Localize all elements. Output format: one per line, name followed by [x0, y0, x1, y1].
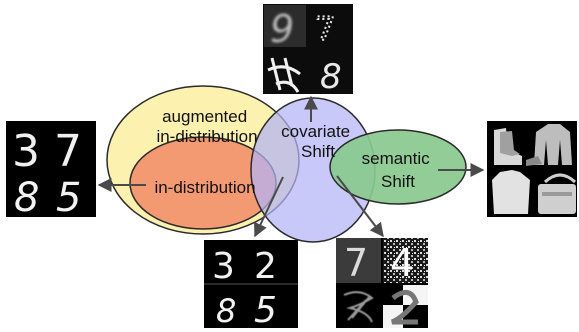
noisy-digit-4: 4: [390, 241, 414, 285]
grey-digit-7: 7: [344, 241, 368, 285]
covariate-label: covariate Shift: [281, 122, 355, 161]
corrupted-samples-thumbnail: 7 4: [336, 238, 428, 328]
tilted-digit-8: 8: [320, 57, 342, 97]
aug-digit-5: 5: [254, 290, 277, 331]
semantic-label: semantic Shift: [362, 149, 435, 191]
shirt-icon: [492, 170, 530, 214]
arrow-to-corrupted-samples: [336, 175, 384, 238]
in-distribution-samples-thumbnail: 3 7 8 5: [6, 121, 96, 221]
semantic-shift-region: [329, 129, 467, 205]
inverted-digit-2: [390, 289, 419, 325]
coat-icon: [534, 124, 572, 165]
aug-digit-3: 3: [212, 246, 235, 287]
digit-8: 8: [14, 175, 39, 221]
arrow-to-augmented-samples: [254, 176, 284, 238]
aug-digit-8: 8: [216, 292, 236, 330]
blurred-digit-9: 9: [270, 7, 294, 51]
scribbled-digit-4: [267, 57, 301, 93]
digit-3: 3: [12, 126, 40, 177]
boot-icon: [494, 128, 522, 165]
scratched-digit-3: [343, 291, 374, 323]
augmented-label: augmented in-distribution: [156, 107, 257, 146]
in-distribution-label: in-distribution: [154, 178, 255, 197]
dotted-digit-7: 7: [315, 10, 335, 48]
digit-5: 5: [56, 175, 81, 221]
arrows: [97, 95, 485, 238]
semantic-samples-thumbnail: [487, 121, 577, 217]
augmented-samples-thumbnail: 3 2 8 5: [204, 240, 298, 331]
covariate-samples-thumbnail: 9 7 8: [263, 4, 353, 97]
venn-regions: [106, 85, 467, 243]
aug-digit-2: 2: [254, 246, 277, 287]
bag-icon: [538, 173, 577, 214]
digit-7: 7: [54, 126, 82, 177]
sneaker-icon: [526, 156, 542, 166]
